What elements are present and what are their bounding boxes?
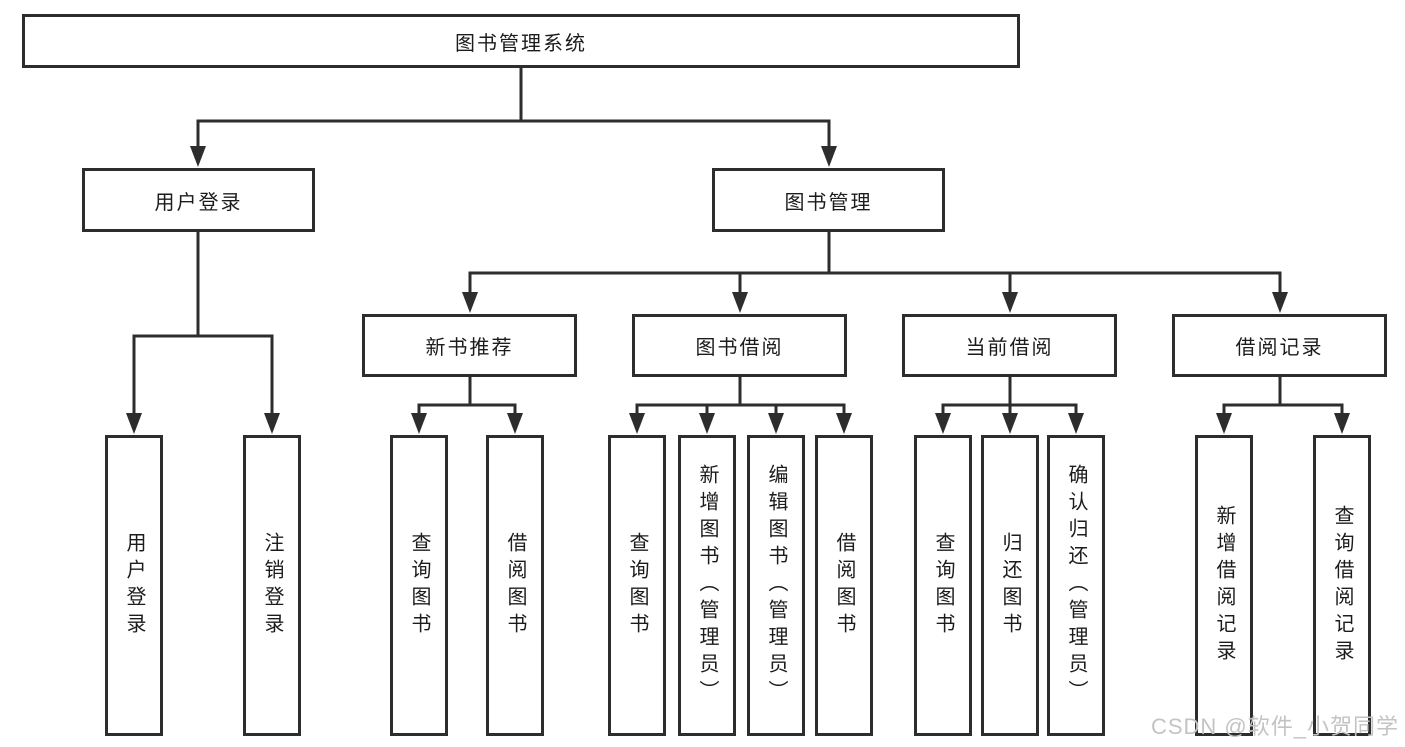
leaf-logout-login: 注销登录 (243, 435, 301, 736)
leaf-query-books-borrow: 查询图书 (608, 435, 666, 736)
connector-new-book-group (411, 375, 523, 434)
leaf-query-borrow-record: 查询借阅记录 (1313, 435, 1371, 736)
node-borrowing-records: 借阅记录 (1172, 314, 1387, 377)
connector-user-login-branch (126, 230, 280, 434)
watermark-text: CSDN @软件_小贺同学 (1150, 714, 1399, 739)
node-user-login: 用户登录 (82, 168, 315, 232)
leaf-add-books-admin: 新增图书（管理员） (678, 435, 736, 736)
leaf-edit-books-admin: 编辑图书（管理员） (747, 435, 805, 736)
leaf-borrow-books: 借阅图书 (815, 435, 873, 736)
node-book-management: 图书管理 (712, 168, 945, 232)
leaf-borrow-books-recommend: 借阅图书 (486, 435, 544, 736)
node-book-borrowing: 图书借阅 (632, 314, 847, 377)
leaf-query-books-current: 查询图书 (914, 435, 972, 736)
leaf-confirm-return-admin: 确认归还（管理员） (1047, 435, 1105, 736)
node-new-book-recommendation: 新书推荐 (362, 314, 577, 377)
leaf-user-login: 用户登录 (105, 435, 163, 736)
node-root-system: 图书管理系统 (22, 14, 1020, 68)
connector-book-management-branch (462, 230, 1288, 313)
leaf-add-borrow-record: 新增借阅记录 (1195, 435, 1253, 736)
connector-borrow-record-group (1216, 375, 1350, 434)
connector-root-to-level2 (190, 66, 837, 167)
node-current-borrowing: 当前借阅 (902, 314, 1117, 377)
leaf-query-books-recommend: 查询图书 (390, 435, 448, 736)
connector-current-borrow-group (935, 375, 1084, 434)
connector-book-borrow-group (629, 375, 852, 434)
leaf-return-books: 归还图书 (981, 435, 1039, 736)
